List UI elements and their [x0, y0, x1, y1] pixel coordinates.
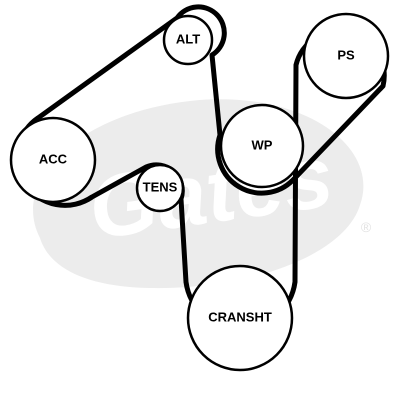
pulley-cransht[interactable]: CRANSHT	[186, 264, 294, 372]
pulley-ps[interactable]: PS	[302, 12, 390, 100]
pulley-cransht-label: CRANSHT	[208, 309, 272, 324]
pulley-tens-label: TENS	[143, 179, 178, 194]
pulley-wp[interactable]: WP	[219, 103, 305, 189]
pulley-alt[interactable]: ALT	[162, 14, 214, 66]
gates-logo-watermark: Gates ®	[33, 99, 372, 289]
pulley-ps-label: PS	[337, 47, 355, 62]
pulley-tens[interactable]: TENS	[135, 163, 185, 213]
watermark-registered-mark: ®	[361, 219, 372, 235]
pulley-acc-label: ACC	[39, 151, 68, 166]
pulley-acc[interactable]: ACC	[9, 116, 97, 204]
serpentine-belt	[14, 4, 387, 333]
pulley-alt-label: ALT	[176, 31, 200, 46]
pulley-wp-label: WP	[252, 137, 273, 152]
